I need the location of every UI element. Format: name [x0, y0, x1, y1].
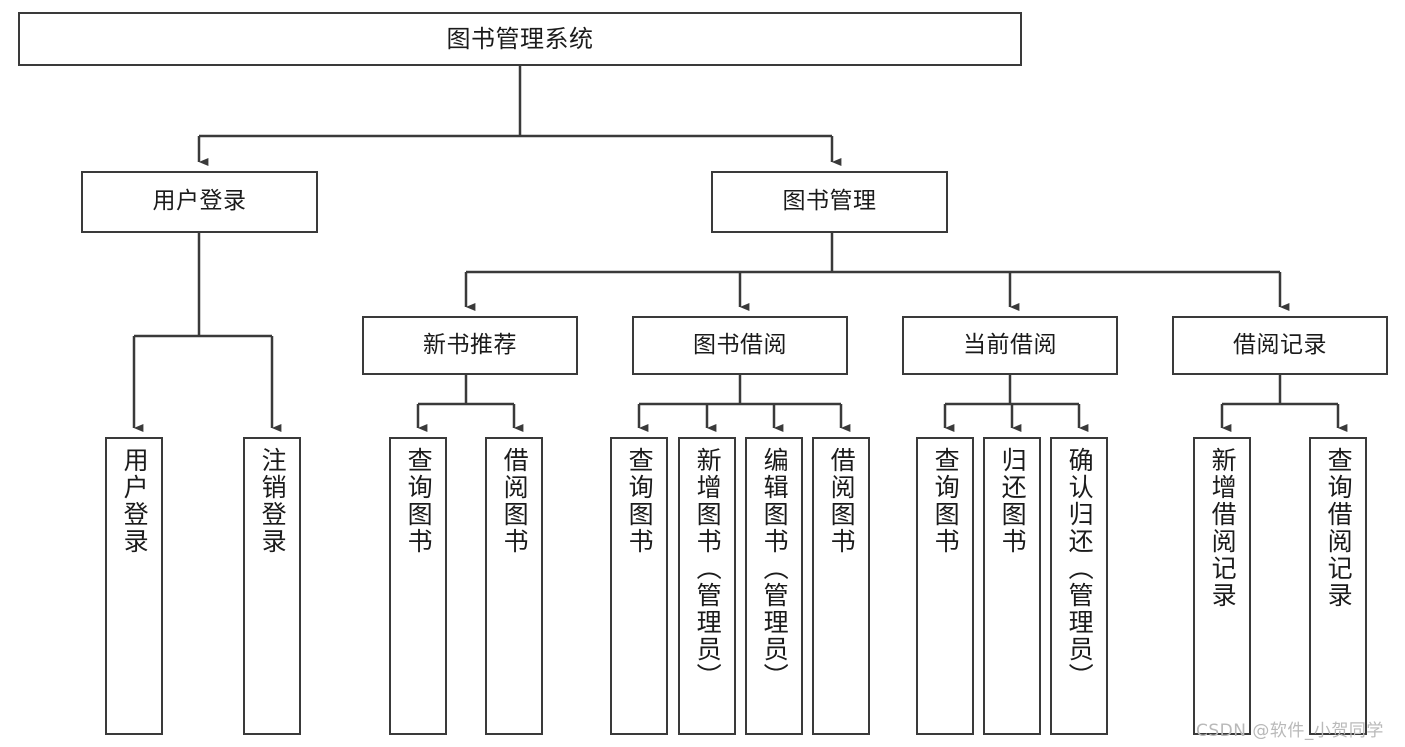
node-label: 归还图书: [998, 447, 1028, 555]
node-label: 用户登录: [120, 447, 150, 555]
node-label: 编辑图书（管理员）: [760, 447, 790, 690]
node-borrow-records[interactable]: 借阅记录: [1172, 316, 1388, 375]
node-label: 新增借阅记录: [1208, 447, 1238, 609]
leaf-new-book-borrow-book[interactable]: 借阅图书: [485, 437, 543, 735]
node-label: 图书管理系统: [446, 24, 594, 53]
node-label: 新书推荐: [423, 331, 517, 358]
node-label: 新增图书（管理员）: [693, 447, 723, 690]
node-label: 查询借阅记录: [1324, 447, 1354, 609]
leaf-current-return-book[interactable]: 归还图书: [983, 437, 1041, 735]
leaf-user-login-login[interactable]: 用户登录: [105, 437, 163, 735]
leaf-records-add-record[interactable]: 新增借阅记录: [1193, 437, 1251, 735]
node-label: 借阅记录: [1233, 331, 1327, 358]
node-label: 用户登录: [152, 188, 247, 215]
node-label: 注销登录: [258, 447, 288, 555]
node-label: 图书借阅: [693, 331, 787, 358]
leaf-records-query-record[interactable]: 查询借阅记录: [1309, 437, 1367, 735]
leaf-new-book-query-book[interactable]: 查询图书: [389, 437, 447, 735]
node-book-management[interactable]: 图书管理: [711, 171, 948, 233]
leaf-borrow-add-book-admin[interactable]: 新增图书（管理员）: [678, 437, 736, 735]
leaf-borrow-query-book[interactable]: 查询图书: [610, 437, 668, 735]
leaf-borrow-lend-book[interactable]: 借阅图书: [812, 437, 870, 735]
node-root-book-management-system[interactable]: 图书管理系统: [18, 12, 1022, 66]
node-book-borrow[interactable]: 图书借阅: [632, 316, 848, 375]
node-current-borrow[interactable]: 当前借阅: [902, 316, 1118, 375]
leaf-current-query-book[interactable]: 查询图书: [916, 437, 974, 735]
leaf-user-login-logout[interactable]: 注销登录: [243, 437, 301, 735]
node-user-login[interactable]: 用户登录: [81, 171, 318, 233]
node-label: 查询图书: [931, 447, 961, 555]
node-label: 借阅图书: [827, 447, 857, 555]
node-label: 查询图书: [625, 447, 655, 555]
node-new-book-recommend[interactable]: 新书推荐: [362, 316, 578, 375]
leaf-current-confirm-return-admin[interactable]: 确认归还（管理员）: [1050, 437, 1108, 735]
leaf-borrow-edit-book-admin[interactable]: 编辑图书（管理员）: [745, 437, 803, 735]
node-label: 查询图书: [404, 447, 434, 555]
node-label: 图书管理: [782, 188, 877, 215]
node-label: 当前借阅: [963, 331, 1057, 358]
node-label: 借阅图书: [500, 447, 530, 555]
node-label: 确认归还（管理员）: [1065, 447, 1095, 690]
csdn-watermark: CSDN @软件_小贺同学: [1196, 721, 1384, 741]
